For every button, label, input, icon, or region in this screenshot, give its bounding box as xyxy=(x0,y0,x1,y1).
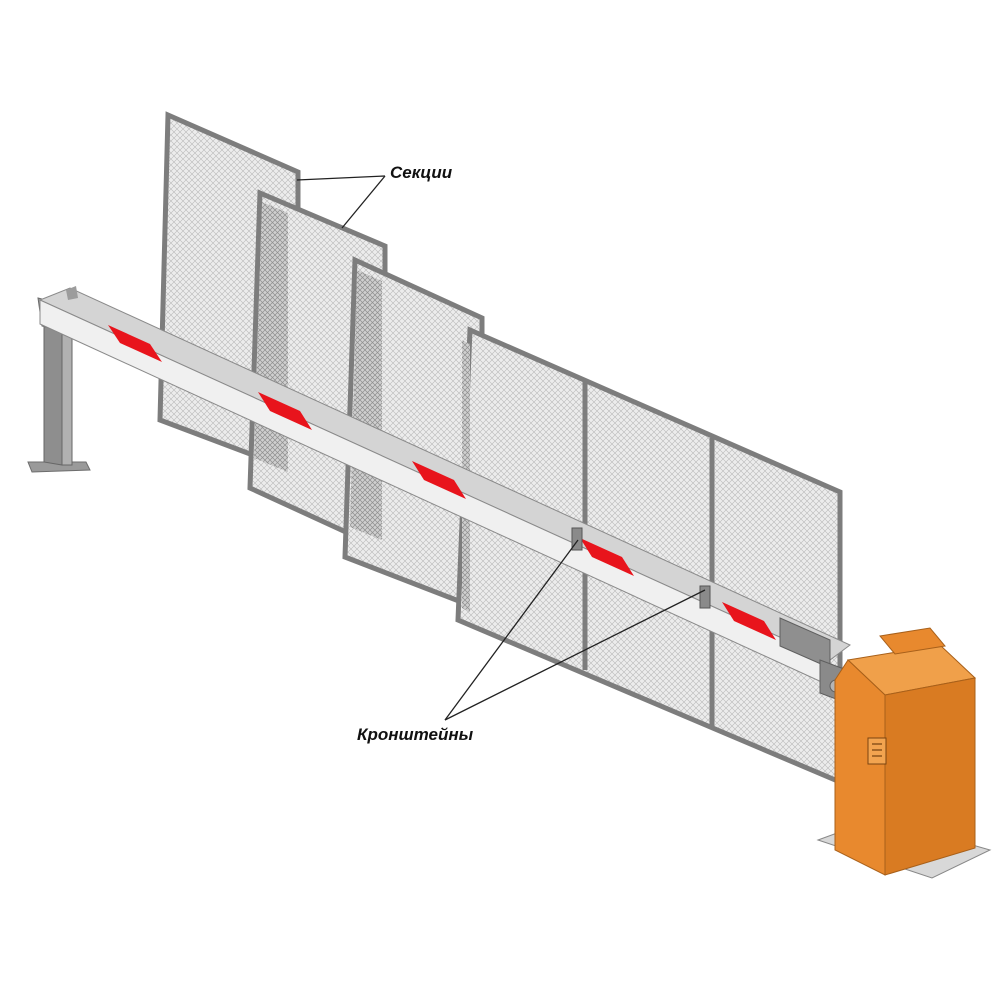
boom-brackets xyxy=(571,527,711,609)
boom-arm xyxy=(38,286,851,685)
warning-plate-icon xyxy=(867,737,887,765)
boom-stripes xyxy=(108,325,776,640)
barrier-cabinet xyxy=(816,627,992,879)
sections-label: Секции xyxy=(390,163,453,182)
leader-lines xyxy=(296,175,706,721)
brackets-label: Кронштейны xyxy=(357,725,474,744)
